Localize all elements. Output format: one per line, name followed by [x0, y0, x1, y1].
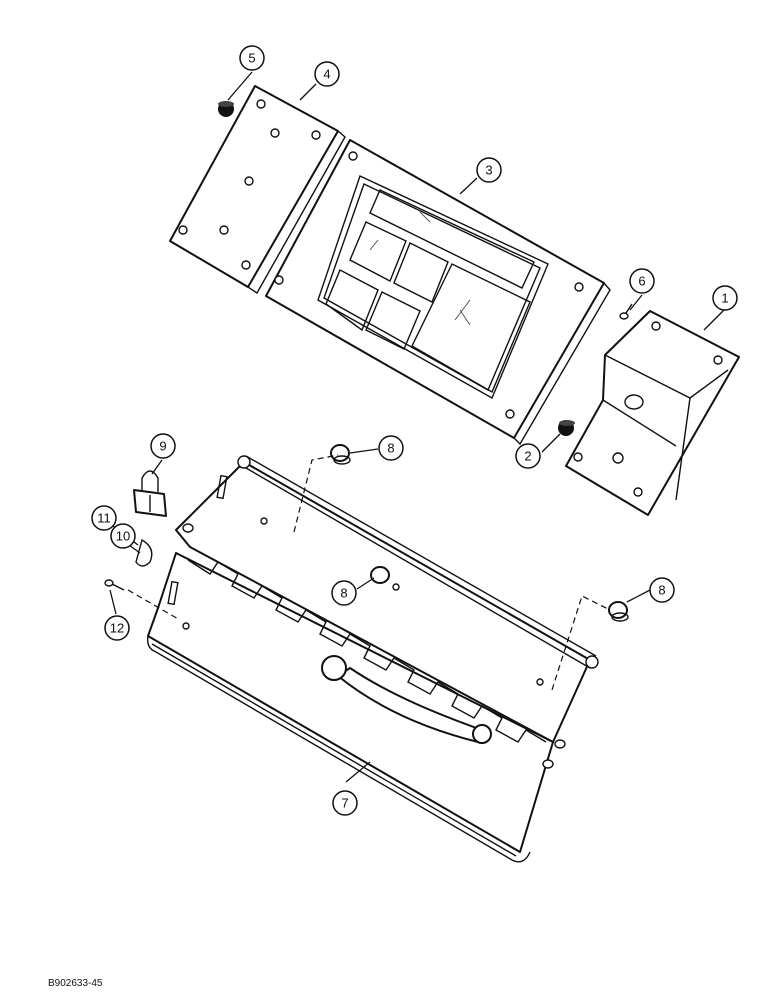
- svg-text:4: 4: [323, 67, 330, 82]
- plug-part-8-right: [608, 601, 629, 622]
- svg-text:1: 1: [721, 291, 728, 306]
- svg-text:11: 11: [97, 511, 111, 526]
- hasp-part-10: [135, 538, 153, 567]
- mounting-plate-part-4: [169, 85, 346, 295]
- callout-4: 4: [314, 61, 340, 87]
- screw-part-6: [619, 303, 633, 320]
- callout-8-middle: 8: [331, 580, 357, 606]
- callout-5: 5: [239, 45, 265, 71]
- svg-text:8: 8: [340, 586, 347, 601]
- svg-text:8: 8: [658, 583, 665, 598]
- padlock-part-9: [133, 470, 167, 517]
- callout-12: 12: [104, 615, 130, 641]
- callout-8-top: 8: [378, 435, 404, 461]
- callout-7: 7: [332, 790, 358, 816]
- plug-part-8-middle: [370, 566, 390, 584]
- callout-3: 3: [476, 157, 502, 183]
- callout-8-right: 8: [649, 577, 675, 603]
- grommet-part-5: [218, 101, 234, 117]
- grommet-part-2: [558, 420, 575, 436]
- svg-text:12: 12: [110, 621, 124, 636]
- svg-text:3: 3: [485, 163, 492, 178]
- bracket-part-1: [565, 310, 740, 516]
- window-panel-part-3: [265, 139, 611, 446]
- svg-text:6: 6: [638, 274, 645, 289]
- drawing-reference-code: B902633-45: [48, 978, 103, 989]
- callout-10: 10: [110, 523, 136, 549]
- callout-1: 1: [712, 285, 738, 311]
- screw-part-12: [104, 579, 125, 591]
- assembly-guide-lines: [127, 454, 611, 691]
- callout-6: 6: [629, 268, 655, 294]
- callout-11: 11: [91, 505, 117, 531]
- callout-9: 9: [150, 433, 176, 459]
- svg-text:2: 2: [524, 449, 531, 464]
- svg-text:5: 5: [248, 51, 255, 66]
- svg-text:8: 8: [387, 441, 394, 456]
- hinged-cover-part-7: [146, 455, 599, 863]
- svg-text:9: 9: [159, 439, 166, 454]
- svg-text:7: 7: [341, 796, 348, 811]
- plug-part-8-top: [330, 444, 351, 465]
- callout-2: 2: [515, 443, 541, 469]
- svg-text:10: 10: [116, 529, 130, 544]
